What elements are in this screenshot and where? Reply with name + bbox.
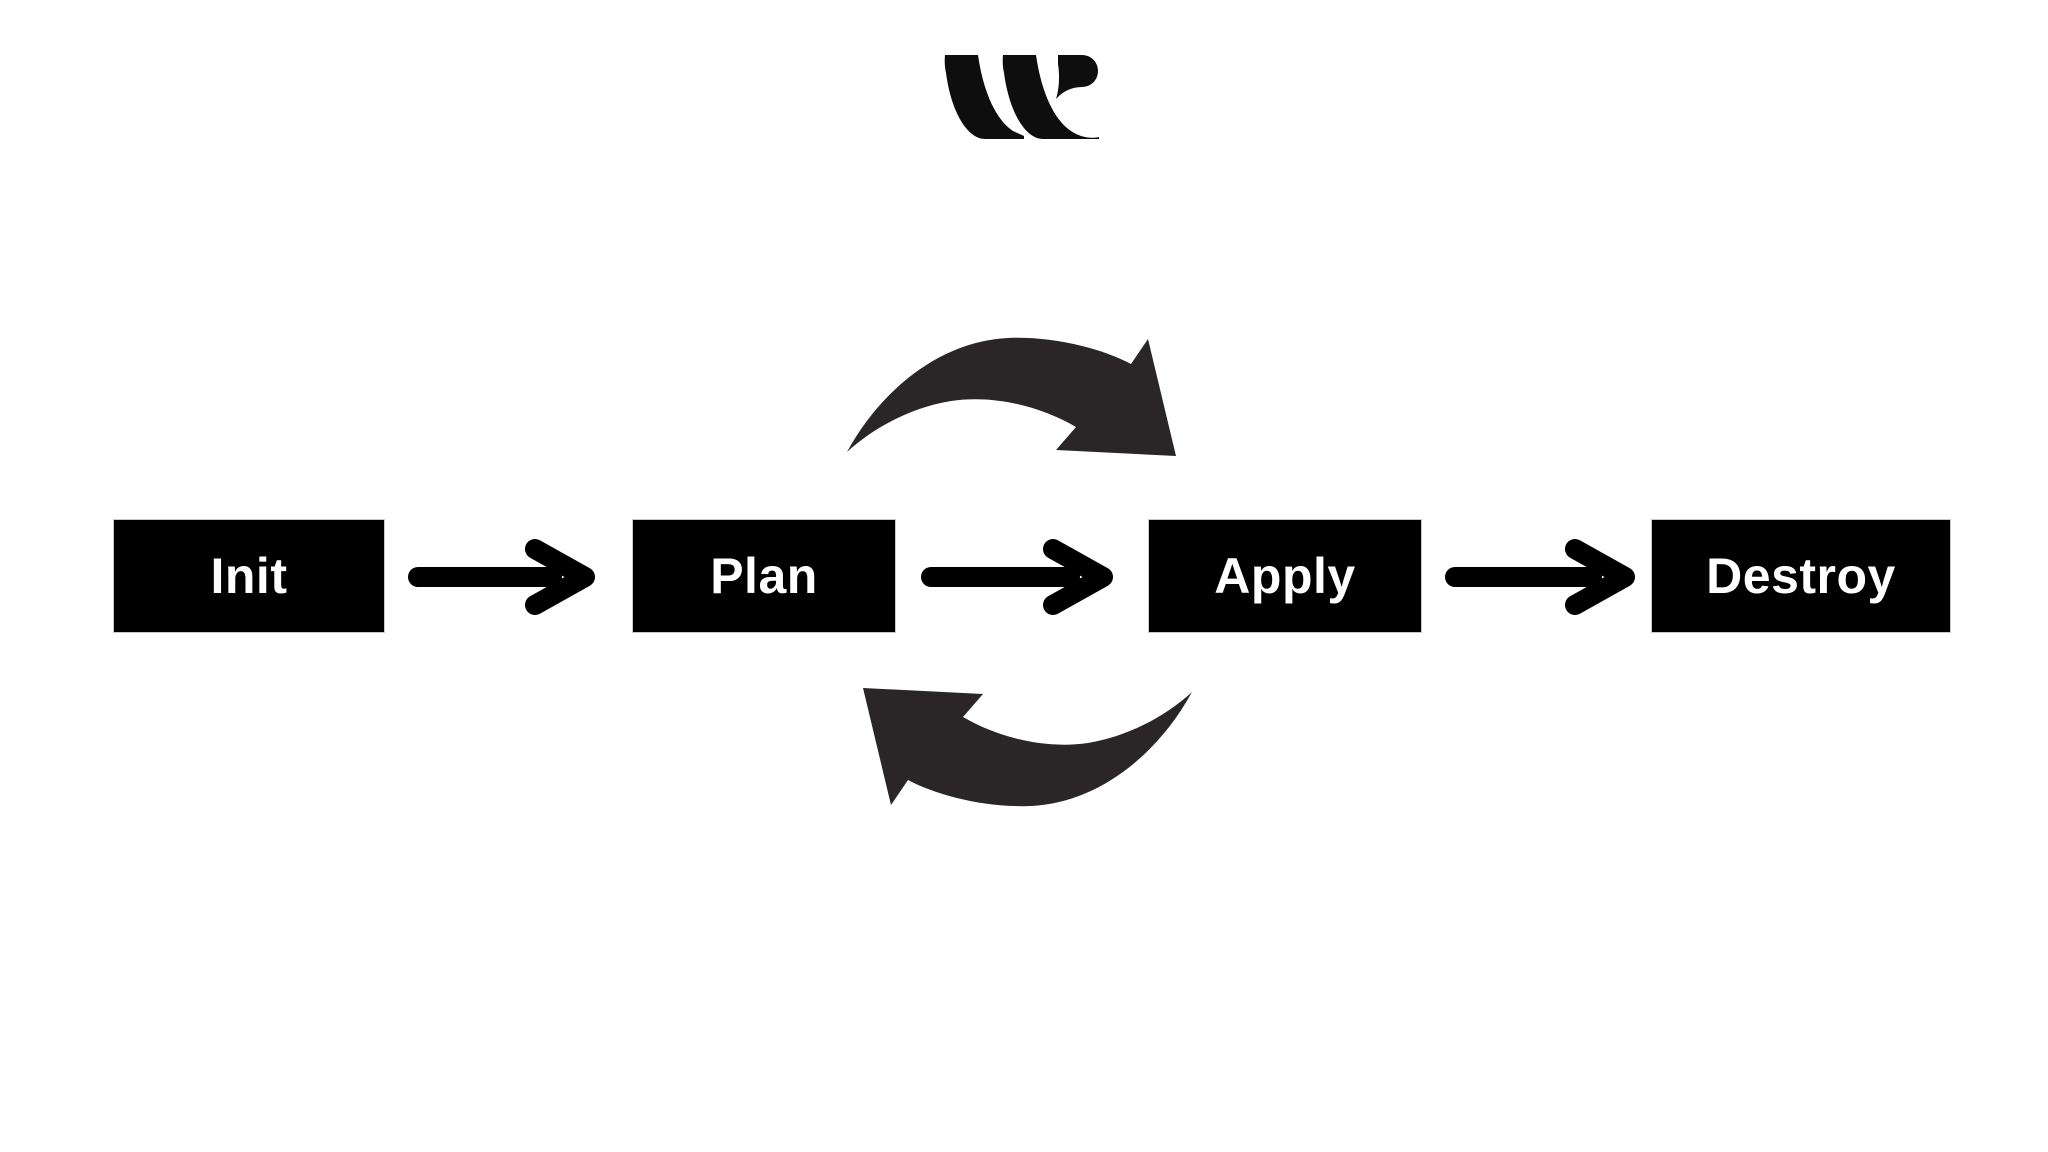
arrow-init-to-plan-icon	[408, 539, 595, 615]
w-logo-stroke-1-icon	[944, 55, 1024, 139]
node-plan-label: Plan	[710, 548, 818, 604]
brand-w-logo	[944, 55, 1099, 139]
node-apply: Apply	[1148, 519, 1422, 633]
arrow-plan-to-apply-icon	[921, 539, 1113, 615]
node-destroy-label: Destroy	[1706, 548, 1896, 604]
cycle-arrow-top-icon	[847, 337, 1176, 456]
node-plan: Plan	[632, 519, 896, 633]
cycle-arrow-bottom-icon	[863, 688, 1192, 807]
w-logo-stroke-2-icon	[1002, 55, 1099, 139]
flow-arrows	[408, 539, 1635, 615]
node-apply-label: Apply	[1214, 548, 1356, 604]
node-destroy: Destroy	[1651, 519, 1951, 633]
arrow-apply-to-destroy-icon	[1445, 539, 1635, 615]
plan-apply-cycle-icon	[847, 337, 1192, 807]
w-logo-drop-icon	[1056, 55, 1098, 99]
node-init-label: Init	[210, 548, 288, 604]
node-init: Init	[113, 519, 385, 633]
